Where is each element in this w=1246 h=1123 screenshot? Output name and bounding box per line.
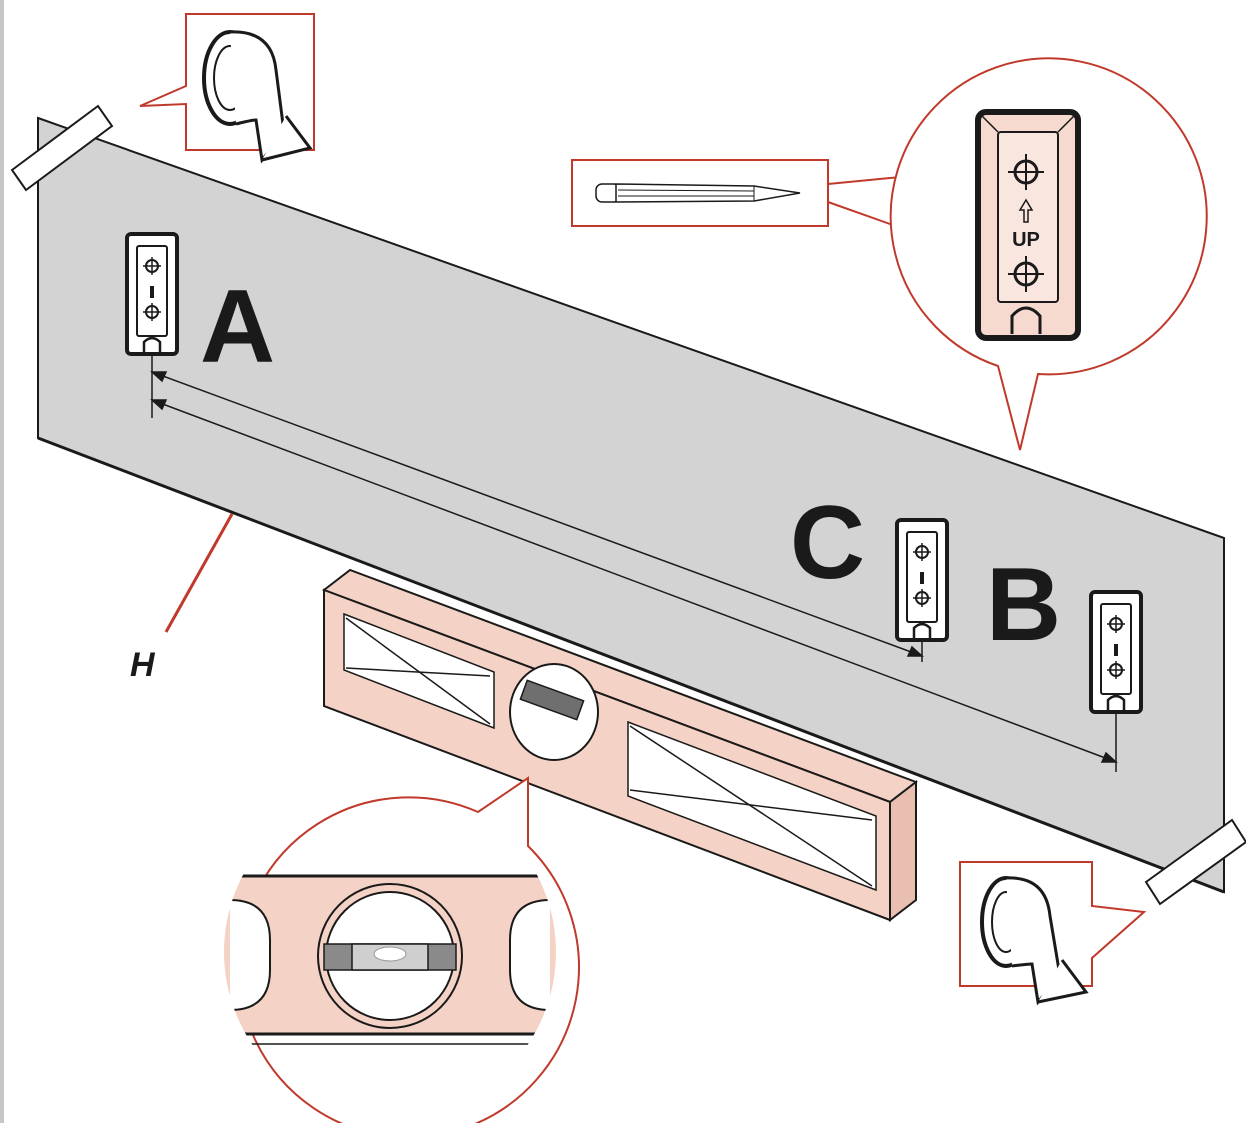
label-h: H — [130, 646, 156, 684]
tape-strip-bottom-right — [1144, 818, 1246, 906]
spirit-level-zoom-icon — [224, 874, 556, 1045]
label-c: C — [790, 485, 865, 601]
label-a: A — [200, 269, 275, 385]
bracket-c-icon — [895, 518, 949, 642]
dimension-lines — [150, 356, 1118, 772]
tape-strip-top-left — [10, 104, 114, 192]
spirit-level-icon — [321, 568, 919, 923]
template-bottom-edge — [37, 436, 1225, 894]
pencil-icon — [595, 183, 801, 203]
h-pointer-line — [164, 513, 234, 633]
callout-bracket-zoom: UP — [889, 57, 1208, 451]
callout-tape-bottom — [959, 861, 1147, 1006]
bracket-up-label: UP — [1012, 229, 1040, 251]
left-frame-edge — [0, 0, 4, 1123]
tape-roll-icon — [202, 30, 313, 164]
label-b: B — [986, 547, 1061, 663]
tape-roll-icon-bottom — [980, 876, 1089, 1006]
bracket-b-icon — [1089, 590, 1143, 714]
callout-level-zoom — [224, 776, 580, 1123]
callout-tape-top — [139, 13, 315, 164]
bracket-a-icon — [125, 232, 179, 356]
mounting-bracket-icon: UP — [975, 109, 1081, 341]
